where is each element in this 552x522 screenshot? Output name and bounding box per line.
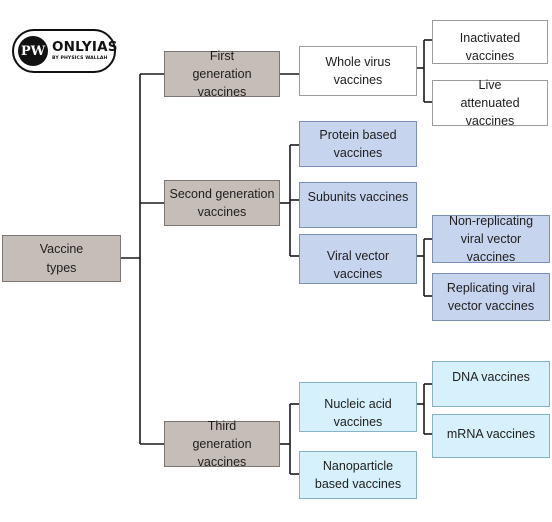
logo-subtitle: BY PHYSICS WALLAH [52,56,108,62]
node-third-generation: Third generation vaccines [164,419,280,469]
node-viral-vector-vaccines: Viral vector vaccines [299,234,417,284]
node-mrna-vaccines: mRNA vaccines [432,414,550,458]
node-non-replicating-viral-vector-vaccines: Non-replicating viral vector vaccines [432,214,550,264]
pw-badge-icon: PW [18,36,48,66]
node-dna-vaccines: DNA vaccines [432,361,550,407]
node-live-attenuated-vaccines: Live attenuated vaccines [432,78,548,128]
node-inactivated-vaccines: Inactivated vaccines [432,20,548,64]
node-subunits-vaccines: Subunits vaccines [299,182,417,228]
node-nucleic-acid-vaccines: Nucleic acid vaccines [299,382,417,432]
node-second-generation: Second generation vaccines [164,180,280,226]
node-whole-virus-vaccines: Whole virus vaccines [299,46,417,96]
node-replicating-viral-vector-vaccines: Replicating viral vector vaccines [432,273,550,321]
logo-name: ONLYIAS [52,38,118,55]
node-protein-based-vaccines: Protein based vaccines [299,121,417,167]
root-node-vaccine-types: Vaccine types [2,235,121,282]
logo-text: ONLYIAS BY PHYSICS WALLAH [52,38,118,62]
onlyias-logo: PW ONLYIAS BY PHYSICS WALLAH [12,29,118,73]
node-first-generation: First generation vaccines [164,49,280,99]
node-nanoparticle-based-vaccines: Nanoparticle based vaccines [299,451,417,499]
